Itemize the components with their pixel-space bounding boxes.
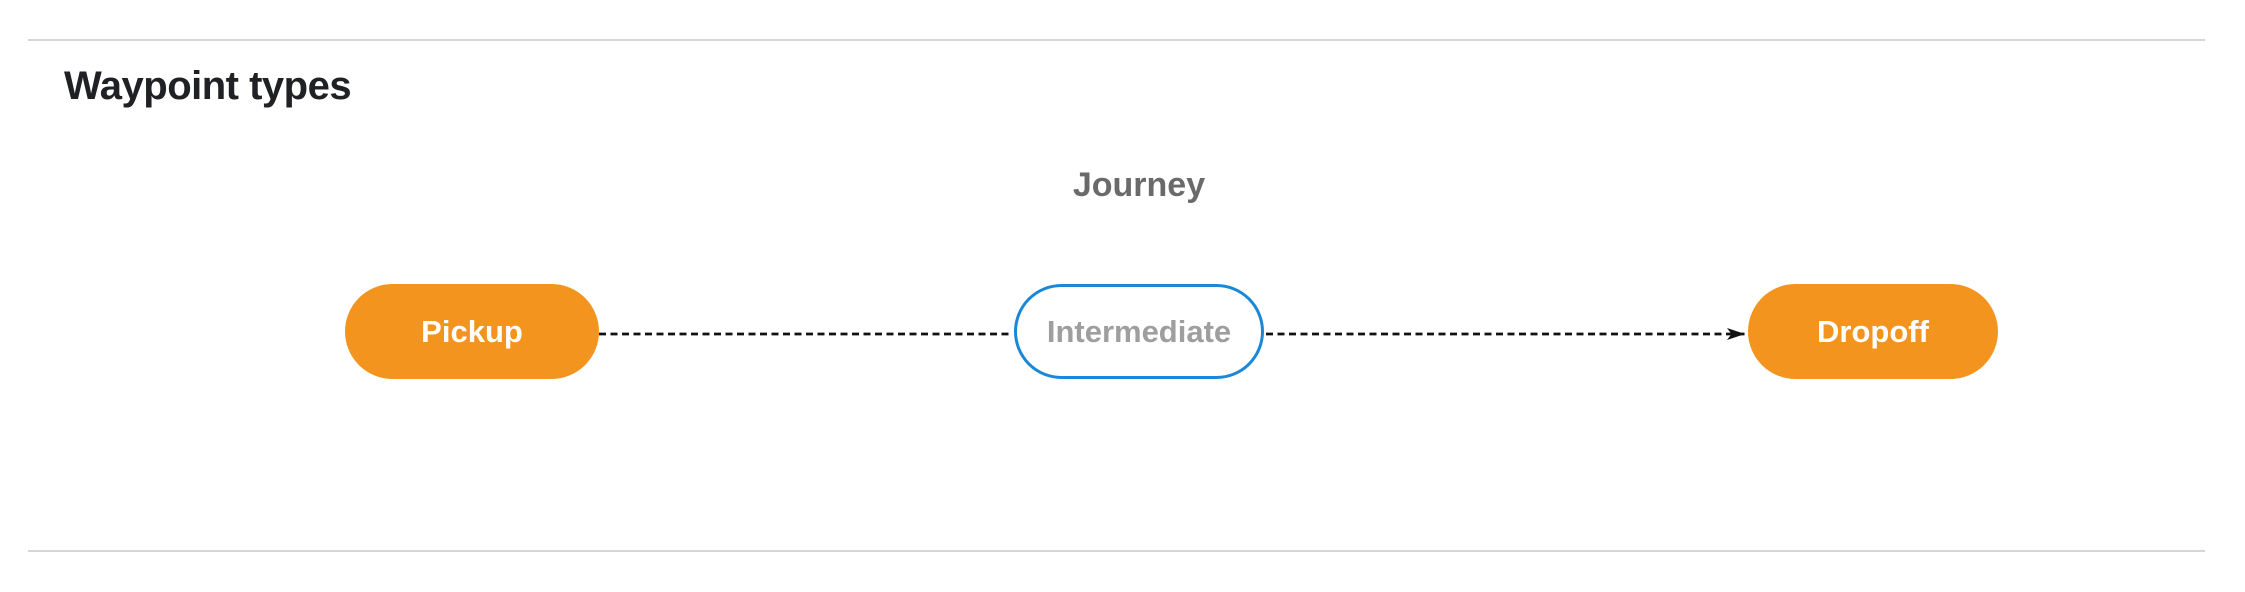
node-dropoff-label: Dropoff [1817,313,1929,349]
node-pickup: Pickup [345,284,599,379]
page-title: Waypoint types [64,64,352,108]
node-intermediate-label: Intermediate [1046,313,1232,349]
node-intermediate: Intermediate [1014,284,1264,379]
journey-group-label: Journey [1072,166,1206,204]
top-divider [28,39,2205,41]
node-dropoff: Dropoff [1748,284,1998,379]
node-pickup-label: Pickup [421,313,523,349]
bottom-divider [28,550,2205,552]
